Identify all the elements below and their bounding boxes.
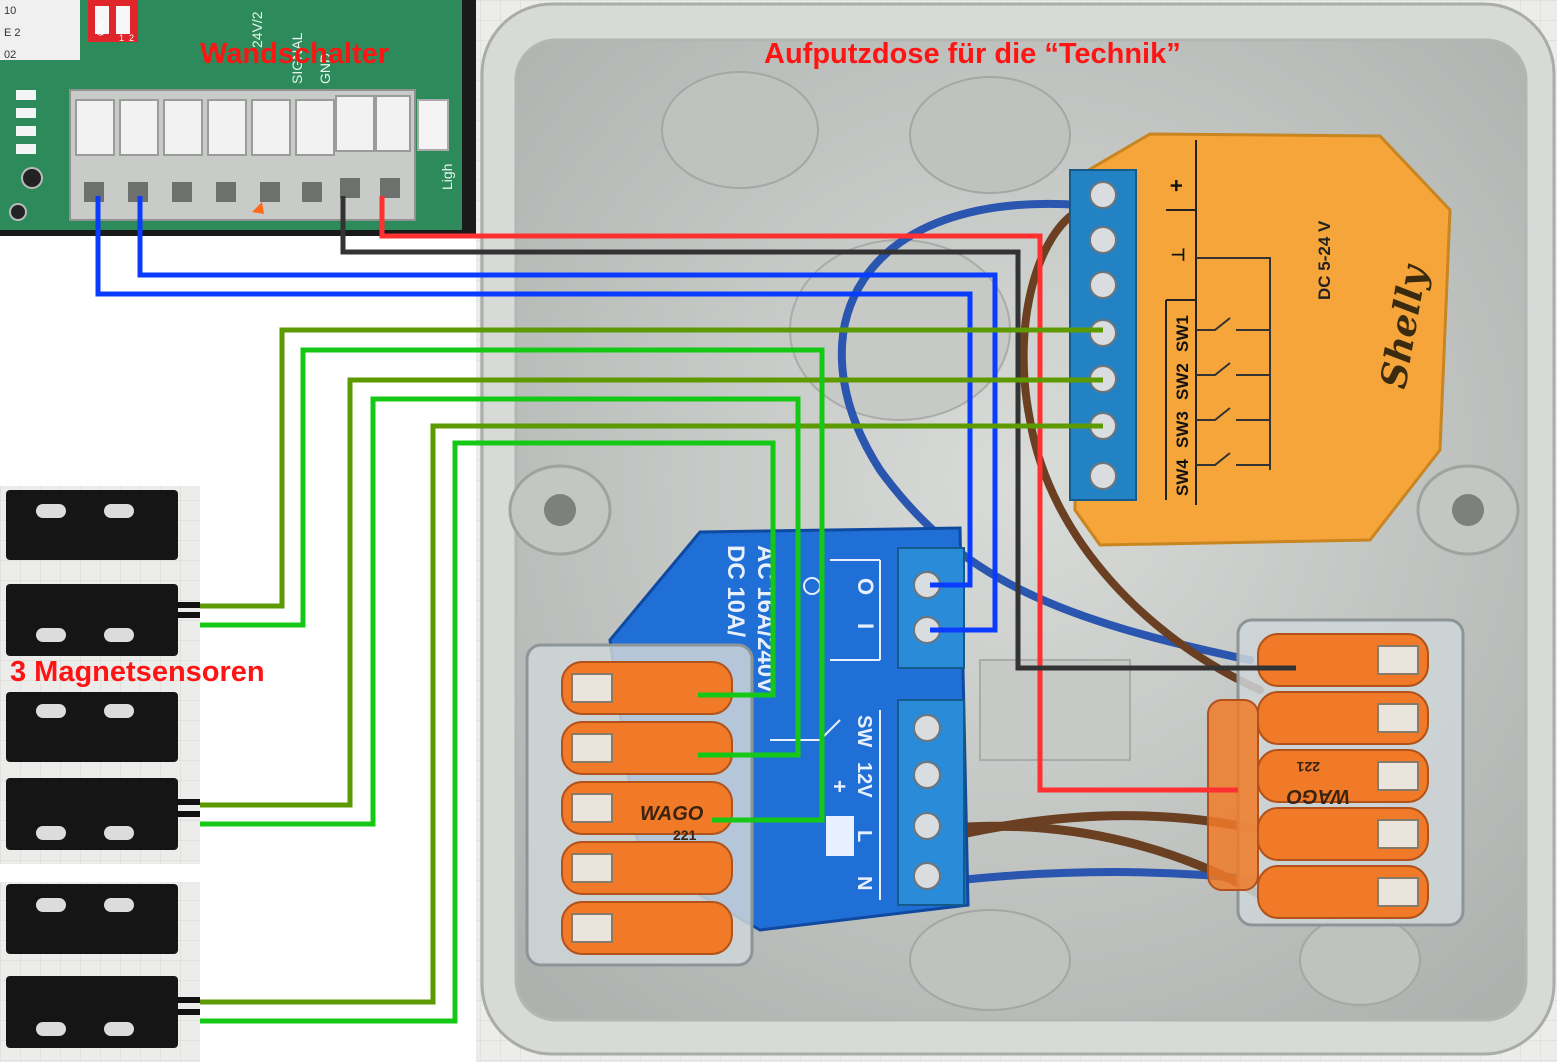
board-text-signal: SIGNAL	[289, 32, 305, 84]
shelly-i4-term-sw3: SW3	[1173, 411, 1192, 448]
magnet-sensor-photos	[0, 486, 200, 1062]
shelly-relay-term-l: L	[853, 830, 875, 842]
shelly-relay-screws	[913, 571, 941, 890]
dip-switch-pos-1: 1	[119, 33, 124, 43]
magnet-sensor-3	[6, 884, 200, 1048]
shelly-relay-term-sw: SW	[853, 715, 875, 747]
wago-block-left: WAGO 221	[525, 643, 754, 967]
shelly-i4-module: SW4 SW3 SW2 SW1 ⊥ + DC 5-24 V Shelly	[1069, 132, 1452, 547]
wire-black-gnd	[340, 196, 1296, 671]
board-text-ligh: Ligh	[439, 164, 455, 190]
magnet-sensors-title: 3 Magnetsensoren	[10, 656, 265, 688]
wire-blue-2	[95, 196, 973, 588]
wire-olive-sensor2	[200, 377, 1103, 808]
svg-text:10: 10	[4, 5, 16, 17]
wall-switch-title: Wandschalter	[200, 38, 390, 70]
dip-switch-pos-2: 2	[129, 33, 134, 43]
wire-olive-sensor1	[200, 327, 1103, 609]
wago-right-brand: WAGO	[1286, 785, 1350, 807]
wago-left-model: 221	[673, 827, 697, 843]
board-text-24v: 24V/2	[249, 11, 265, 48]
surface-box-title: Aufputzdose für die “Technik”	[764, 38, 1181, 70]
magnet-sensor-1	[6, 490, 200, 656]
shelly-i4-voltage: DC 5-24 V	[1315, 220, 1334, 300]
wire-green-sensor3	[200, 440, 776, 1024]
dip-switch-label: ON	[96, 21, 107, 36]
shelly-relay-rating-dc: DC 10A/	[722, 545, 749, 637]
svg-text:E 2: E 2	[4, 27, 21, 39]
dip-switch: ON 1 2	[88, 0, 138, 43]
shelly-relay-term-i: I	[853, 623, 878, 629]
shelly-relay-term-n: N	[853, 876, 875, 890]
board-text-gnd: GND	[317, 53, 333, 84]
wiring-overlay	[95, 196, 1296, 1024]
shelly-relay-term-plus: +	[827, 780, 852, 793]
shelly-relay-term-12v: 12V	[853, 762, 875, 798]
svg-text:02: 02	[4, 49, 16, 61]
shelly-i4-term-sw4: SW4	[1173, 459, 1192, 496]
shelly-i4-term-gnd: ⊥	[1169, 247, 1188, 262]
shelly-relay-term-o: O	[853, 578, 878, 595]
shelly-i4-term-plus: +	[1164, 179, 1189, 192]
wire-green-sensor1	[200, 347, 825, 823]
magnet-sensor-2	[6, 692, 200, 850]
wall-switch-board: 10 E 2 02 ON 1 2 24V/2 SIGNAL GND Ligh	[0, 0, 476, 236]
wago-left-brand: WAGO	[640, 803, 704, 825]
shelly-i4-term-sw1: SW1	[1173, 315, 1192, 352]
wire-olive-sensor3	[200, 423, 1103, 1005]
wire-red-12v	[379, 196, 1238, 793]
shelly-i4-term-sw2: SW2	[1173, 363, 1192, 400]
wago-block-right: WAGO 221	[1207, 618, 1465, 927]
wire-green-sensor2	[200, 396, 801, 827]
wire-blue-1	[137, 196, 998, 633]
shelly-i4-screws	[1089, 181, 1117, 490]
wago-right-model: 221	[1296, 759, 1320, 775]
